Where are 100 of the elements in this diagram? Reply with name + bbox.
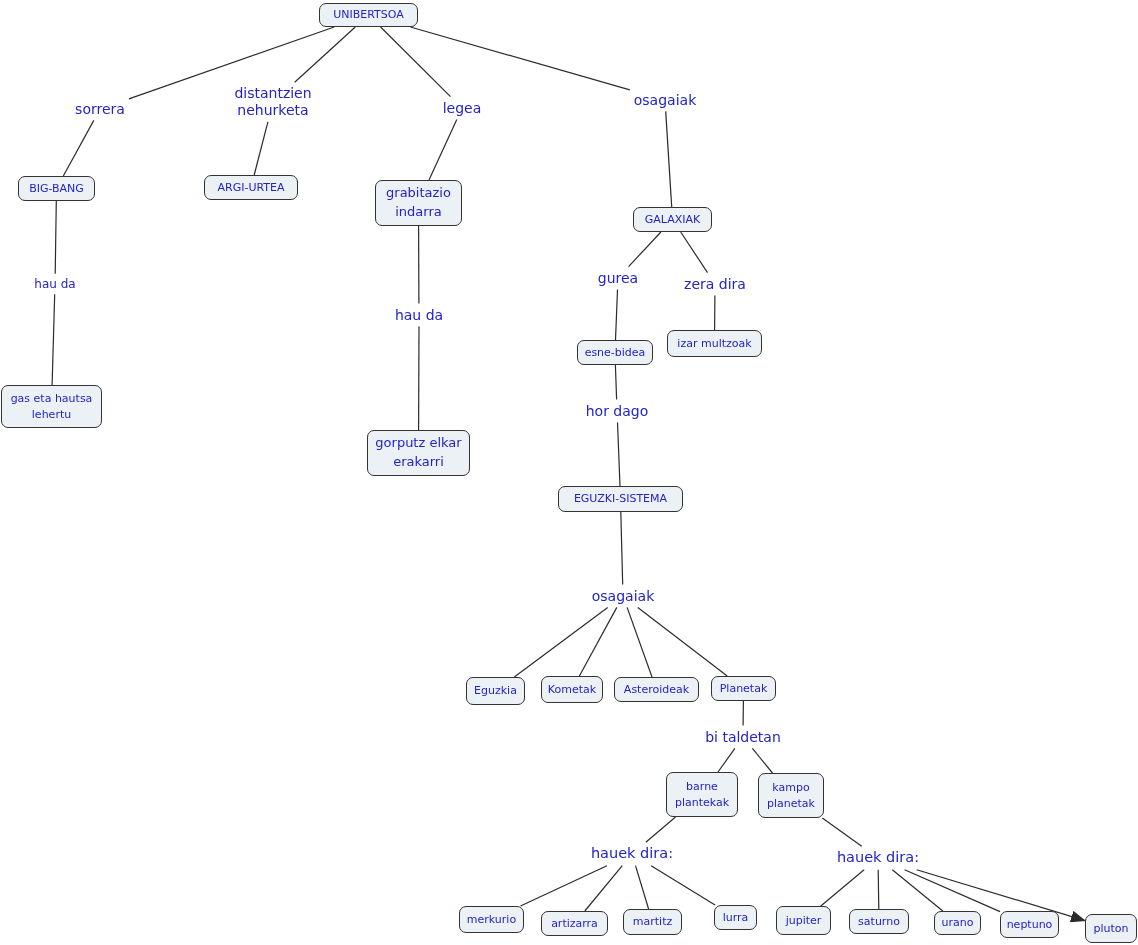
connector-line	[519, 865, 608, 907]
concept-box	[577, 340, 653, 365]
connector-line	[62, 119, 95, 177]
concept-box	[319, 3, 418, 27]
connector-line	[665, 110, 673, 208]
connector-line	[409, 26, 631, 91]
connector-line	[578, 606, 618, 677]
connector-line	[637, 606, 728, 677]
connector-line	[820, 869, 865, 907]
concept-box	[714, 905, 757, 930]
connector-line	[616, 421, 621, 487]
connector-line	[51, 293, 56, 386]
concept-label: Asteroideak	[623, 681, 690, 698]
linking-phrase: osagaiak	[587, 584, 659, 608]
concept-box	[776, 906, 831, 935]
concept-label: pluton	[1093, 920, 1129, 937]
connector-line	[877, 869, 880, 910]
concept-label: neptuno	[1006, 916, 1053, 933]
connector-line	[428, 118, 458, 181]
connector-line	[294, 26, 356, 83]
connector-line	[821, 817, 863, 847]
concept-box	[666, 772, 738, 817]
connector-line	[584, 865, 623, 912]
concept-box	[1085, 914, 1137, 943]
concept-box	[623, 909, 682, 935]
concept-box	[18, 176, 95, 201]
concept-box	[558, 486, 683, 512]
concept-label: lurra	[722, 909, 749, 926]
connector-line	[614, 288, 619, 341]
concept-label: izar multzoak	[677, 335, 752, 352]
connector-line	[891, 869, 944, 912]
connector-line	[650, 865, 716, 906]
concept-label: BIG-BANG	[29, 180, 84, 197]
linking-phrase: gurea	[593, 266, 643, 290]
linking-phrase: hauek dira:	[832, 846, 924, 870]
concept-label: artizarra	[551, 915, 598, 932]
concept-box	[614, 677, 699, 702]
arrow	[916, 869, 1086, 923]
concept-label: esne-bidea	[584, 344, 646, 361]
connector-line	[614, 364, 618, 401]
connector-line	[717, 747, 736, 773]
linking-phrase: sorrera	[71, 97, 129, 121]
connector-line	[513, 606, 609, 678]
linking-phrase: hor dago	[581, 399, 653, 423]
concept-box	[1, 385, 102, 428]
concept-box	[375, 180, 462, 226]
concept-label: urano	[941, 915, 974, 931]
connector-line	[634, 865, 650, 910]
concept-label: merkurio	[466, 911, 517, 928]
connector-line	[418, 325, 420, 431]
concept-box	[367, 430, 470, 476]
concept-label: Eguzkia	[474, 683, 517, 699]
concept-label: Kometak	[547, 681, 597, 698]
connector-line	[742, 700, 744, 727]
concept-box	[204, 175, 298, 200]
linking-phrase: distantzien nehurketa	[227, 82, 319, 122]
concept-box	[1000, 911, 1059, 938]
concept-box	[667, 330, 762, 357]
concept-box	[633, 207, 712, 232]
connector-line	[253, 121, 269, 176]
connector-line	[626, 606, 653, 678]
connector-line	[418, 225, 420, 305]
concept-label: martitz	[632, 914, 673, 930]
concept-label: ARGI-URTEA	[217, 179, 285, 196]
linking-phrase: bi taldetan	[701, 725, 785, 749]
linking-phrase: legea	[438, 96, 486, 120]
concept-label: grabitazio indarra	[385, 184, 452, 221]
connector-line	[128, 26, 335, 100]
connector-line	[628, 231, 662, 268]
connector-line	[904, 869, 1001, 913]
concept-box	[849, 909, 909, 934]
concept-box	[466, 677, 525, 705]
concept-label: saturno	[858, 913, 900, 930]
connector-line	[680, 231, 709, 274]
connector-line	[645, 816, 677, 843]
concept-box	[541, 911, 608, 936]
concept-label: gorputz elkar erakarri	[374, 434, 463, 471]
linking-phrase: zera dira	[680, 272, 750, 296]
concept-box	[459, 906, 524, 933]
concept-label: UNIBERTSOA	[333, 7, 404, 23]
concept-label: EGUZKI-SISTEMA	[573, 491, 668, 507]
concept-label: Planetak	[719, 680, 768, 697]
connector-line	[714, 294, 716, 331]
concept-box	[934, 911, 981, 935]
connector-line	[620, 511, 624, 586]
concept-label: gas eta hautsa lehertu	[9, 390, 94, 423]
concept-label: kampo planetak	[766, 779, 816, 812]
concept-box	[711, 676, 776, 701]
linking-phrase: osagaiak	[629, 88, 701, 112]
concept-box	[541, 676, 603, 703]
linking-phrase: hau da	[30, 273, 80, 295]
concept-label: GALAXIAK	[644, 211, 701, 228]
connector-line	[54, 200, 57, 275]
connector-line	[380, 26, 452, 98]
linking-phrase: hau da	[390, 303, 448, 327]
concept-label: jupiter	[785, 912, 822, 929]
concept-label: barne plantekak	[673, 778, 731, 811]
linking-phrase: hauek dira:	[586, 842, 678, 866]
connector-line	[751, 747, 774, 774]
concept-box	[758, 773, 824, 818]
